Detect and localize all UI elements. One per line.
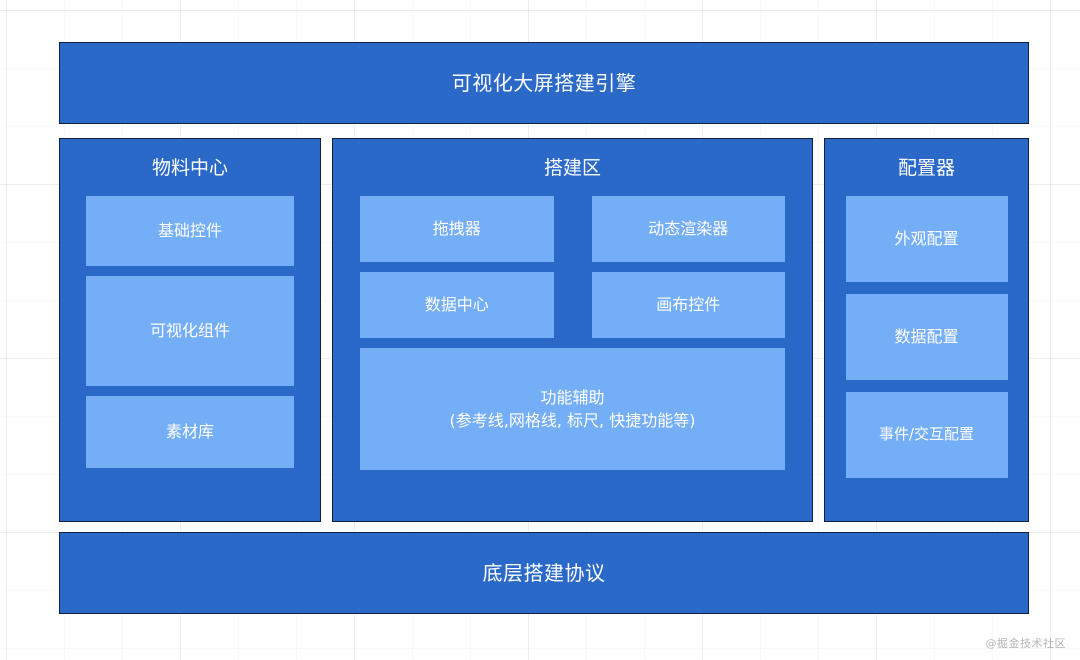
tile-data-center-label: 数据中心 xyxy=(424,295,489,315)
tile-data-config[interactable]: 数据配置 xyxy=(845,294,1008,380)
tile-asset-library[interactable]: 素材库 xyxy=(86,396,294,468)
tile-data-config-label: 数据配置 xyxy=(894,327,959,347)
tile-drag-handler-label: 拖拽器 xyxy=(432,219,481,239)
tile-event-interaction-config[interactable]: 事件/交互配置 xyxy=(845,392,1008,478)
column-build-area-title: 搭建区 xyxy=(543,157,601,179)
configurator-tile-list: 外观配置 数据配置 事件/交互配置 xyxy=(845,196,1008,478)
tile-event-interaction-config-label: 事件/交互配置 xyxy=(878,425,975,444)
column-material-center-title: 物料中心 xyxy=(151,157,228,179)
tile-dynamic-renderer-label: 动态渲染器 xyxy=(648,219,729,239)
tile-function-assist-title: 功能辅助 xyxy=(540,387,605,407)
tile-data-center[interactable]: 数据中心 xyxy=(360,272,554,338)
column-configurator-title: 配置器 xyxy=(897,157,955,179)
engine-title-label: 可视化大屏搭建引擎 xyxy=(451,71,637,95)
build-area-row-1: 拖拽器 动态渲染器 xyxy=(360,196,785,262)
tile-function-assist-sublabel: (参考线,网格线, 标尺, 快捷功能等) xyxy=(449,411,696,430)
tile-canvas-widget[interactable]: 画布控件 xyxy=(591,272,785,338)
base-protocol-band: 底层搭建协议 xyxy=(59,532,1029,614)
column-configurator: 配置器 外观配置 数据配置 事件/交互配置 xyxy=(824,138,1029,522)
tile-function-assist-label: 功能辅助 (参考线,网格线, 标尺, 快捷功能等) xyxy=(450,386,696,432)
tile-basic-widgets-label: 基础控件 xyxy=(157,221,222,241)
tile-dynamic-renderer[interactable]: 动态渲染器 xyxy=(591,196,785,262)
build-area-row-2: 数据中心 画布控件 xyxy=(360,272,785,338)
tile-visualization-components-label: 可视化组件 xyxy=(149,321,230,341)
tile-function-assist[interactable]: 功能辅助 (参考线,网格线, 标尺, 快捷功能等) xyxy=(360,348,785,470)
tile-basic-widgets[interactable]: 基础控件 xyxy=(86,196,294,266)
tile-drag-handler[interactable]: 拖拽器 xyxy=(360,196,554,262)
base-protocol-label: 底层搭建协议 xyxy=(482,561,606,585)
build-area-tile-list: 拖拽器 动态渲染器 数据中心 画布控件 功能辅助 (参考线,网格线, 标尺, 快… xyxy=(360,196,785,470)
engine-title-band: 可视化大屏搭建引擎 xyxy=(59,42,1029,124)
tile-appearance-config-label: 外观配置 xyxy=(894,229,959,249)
tile-appearance-config[interactable]: 外观配置 xyxy=(845,196,1008,282)
tile-visualization-components[interactable]: 可视化组件 xyxy=(86,276,294,386)
column-material-center: 物料中心 基础控件 可视化组件 素材库 xyxy=(59,138,321,522)
tile-canvas-widget-label: 画布控件 xyxy=(656,295,721,315)
column-build-area: 搭建区 拖拽器 动态渲染器 数据中心 画布控件 功能 xyxy=(332,138,813,522)
watermark: @掘金技术社区 xyxy=(985,637,1066,650)
material-center-tile-list: 基础控件 可视化组件 素材库 xyxy=(86,196,294,468)
tile-asset-library-label: 素材库 xyxy=(165,422,214,442)
